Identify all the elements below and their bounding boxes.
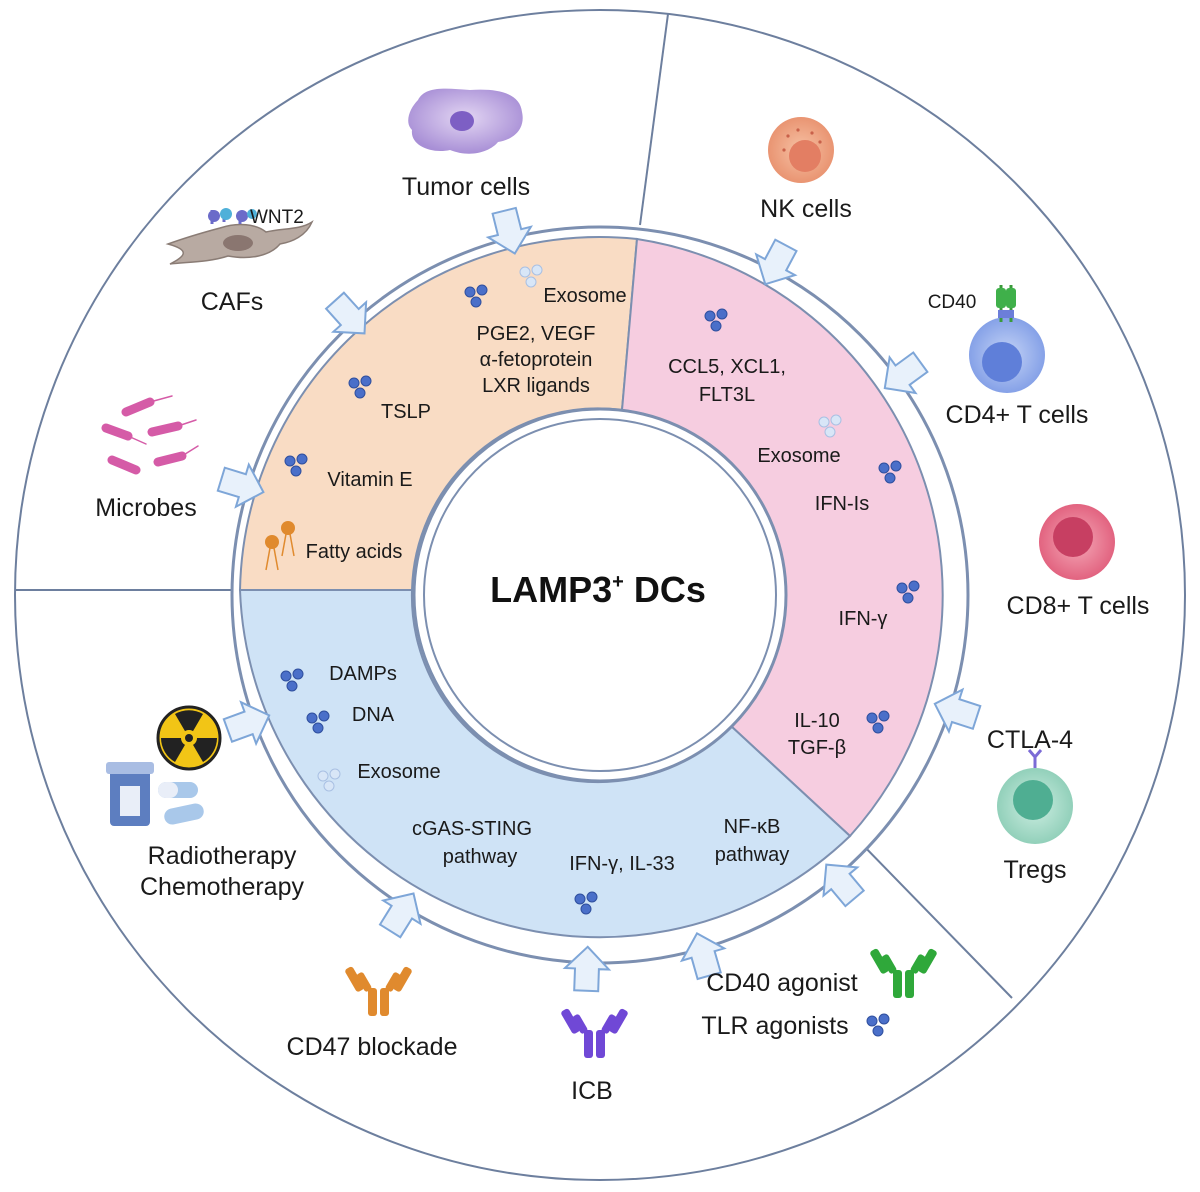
nk-cell-icon [768,117,834,183]
tumor-tslp-label: TSLP [381,401,431,423]
exosome-cluster-tumor [519,264,543,288]
label-chemotherapy: Chemotherapy [140,873,304,901]
therapy-ifng-il33-label: IFN-γ, IL-33 [569,853,675,875]
divider-bottom-right [857,839,1013,999]
molecule-cluster-ifn-g [896,580,920,604]
inward-arrow-6 [679,932,727,981]
inward-arrow-1 [485,206,534,255]
therapy-cgas-pathway-label: pathway [443,846,518,868]
tumor-fatty-acids-label: Fatty acids [306,541,403,563]
therapy-cgas-label: cGAS-STING [412,818,532,840]
molecule-cluster-ccl5 [704,308,728,332]
label-cd8-t-cells: CD8+ T cells [1007,592,1150,620]
center-title: LAMP3+ DCs [490,569,706,610]
ctla4-receptor-icon [1027,749,1043,768]
label-microbes: Microbes [95,494,196,522]
label-nk-cells: NK cells [760,195,852,223]
divider-top [639,13,669,226]
therapy-nfkb-label: NF-κB [724,816,781,838]
molecule-cluster-dna [306,710,330,734]
molecule-cluster-tlr-agonists [866,1013,890,1037]
icb-antibody-icon [561,1008,628,1058]
molecule-cluster-il10 [866,710,890,734]
microbes-icon [101,395,199,475]
molecule-cluster-damps [280,668,304,692]
label-wnt2: WNT2 [250,207,304,228]
inward-arrow-7 [562,945,612,993]
label-tumor-cells: Tumor cells [402,173,530,201]
exosome-cluster-immune [818,414,842,438]
cd40-agonist-antibody-icon [870,948,937,998]
center-title-superscript: + [612,571,624,593]
immune-exosome-label: Exosome [757,445,840,467]
molecule-cluster-pge2 [464,284,488,308]
label-tregs: Tregs [1004,856,1067,884]
label-cd4-t-cells: CD4+ T cells [946,401,1089,429]
tumor-lxr-label: LXR ligands [482,375,590,397]
inward-arrow-5 [822,863,866,908]
inward-arrows [216,206,982,993]
cd47-antibody-icon [345,966,412,1016]
immune-il10-label: IL-10 [794,710,840,732]
therapy-dna-label: DNA [352,704,395,726]
tumor-afp-label: α-fetoprotein [480,349,593,371]
label-cd40: CD40 [928,292,977,313]
center-title-main: LAMP3 [490,569,612,610]
treg-cell-icon [997,768,1073,844]
inward-arrow-2 [754,238,798,286]
tumor-exosome-label: Exosome [543,285,626,307]
label-ctla4: CTLA-4 [987,726,1073,754]
label-icb: ICB [571,1077,613,1105]
immune-ccl5-label: CCL5, XCL1, [668,356,786,378]
therapy-nfkb-pathway-label: pathway [715,844,790,866]
wnt2-receptor-icon [208,208,257,224]
pills-bottle-icon [106,762,204,826]
immune-ifn-g-label: IFN-γ [839,608,888,630]
radiation-icon [156,705,222,771]
immune-ifn-is-label: IFN-Is [815,493,869,515]
inward-arrow-10 [216,461,265,509]
therapy-segment [238,589,852,939]
fatty-acids-icon [265,521,295,571]
inward-arrow-9 [222,700,271,747]
caf-icon [165,208,314,265]
tumor-pge2-label: PGE2, VEGF [477,323,596,345]
middle-ring [230,225,970,965]
label-radiotherapy: Radiotherapy [148,842,297,870]
therapy-damps-label: DAMPs [329,663,397,685]
immune-flt3l-label: FLT3L [699,384,755,406]
molecule-cluster-ifn-is [878,460,902,484]
center-title-suffix: DCs [624,569,706,610]
label-tlr-agonists: TLR agonists [701,1012,848,1040]
label-cd40-agonist: CD40 agonist [706,969,858,997]
inward-arrow-4 [933,687,982,735]
cd4-t-cell-icon [969,317,1045,393]
immune-tgfb-label: TGF-β [788,737,846,759]
molecule-clusters [280,264,920,1037]
molecule-cluster-ifng-il33 [574,891,598,915]
molecule-cluster-tslp [348,375,372,399]
cd8-t-cell-icon [1039,504,1115,580]
cd40-receptor-icon [996,285,1016,322]
label-cafs: CAFs [201,288,264,316]
exosome-cluster-therapy [317,768,341,792]
inward-arrow-11 [324,291,368,335]
tumor-vitamin-e-label: Vitamin E [327,469,412,491]
label-cd47-blockade: CD47 blockade [287,1033,458,1061]
tumor-cell-icon [408,88,523,154]
molecule-cluster-vitamin-e [284,453,308,477]
therapy-exosome-label: Exosome [357,761,440,783]
inward-arrow-3 [883,351,929,395]
inward-arrow-8 [378,892,423,939]
